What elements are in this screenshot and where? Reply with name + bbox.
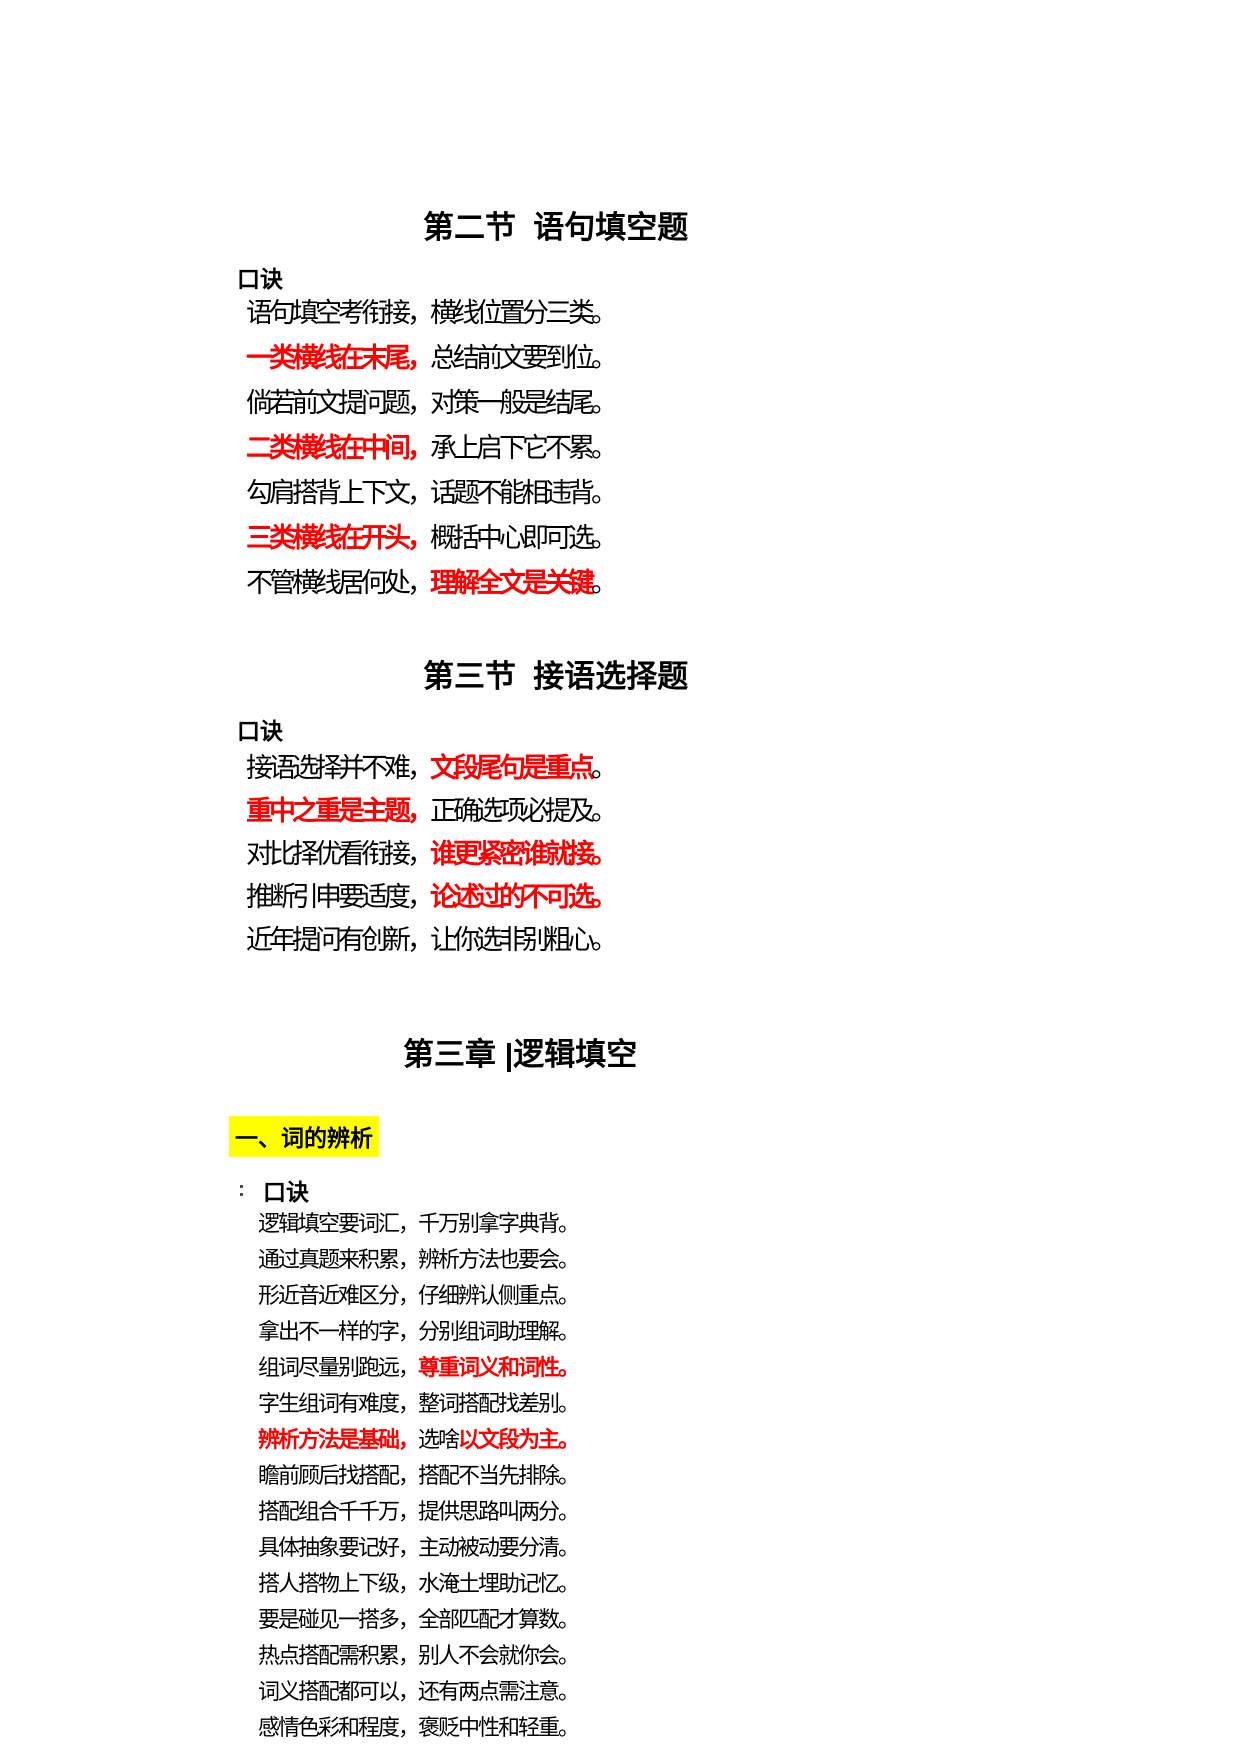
body-text: 搭人搭物上下级，水淹土埋助记忆。 [258, 1571, 580, 1596]
section-title-sentence-fill: 第二节 语句填空题 [423, 209, 689, 245]
verse-line: 二类横线在中间，承上启下它不累。 [246, 426, 618, 471]
verse-line: 近年提问有创新，让你选非别粗心。 [246, 919, 618, 962]
body-text: 。 [591, 753, 618, 783]
verse-line: 组词尽量别跑远，尊重词义和词性。 [258, 1350, 580, 1386]
highlighted-subheading-word-analysis: 一、词的辨析 [229, 1116, 379, 1157]
body-text: 接语选择并不难， [246, 753, 434, 783]
section-title-next-sentence: 第三节 接语选择题 [423, 658, 689, 694]
koujue-heading-2: 口诀 [237, 718, 283, 744]
verse-line: 要是碰见一搭多，全部匹配才算数。 [258, 1602, 580, 1638]
body-text: 热点搭配需积累，别人不会就你会。 [258, 1643, 580, 1668]
emphasis-red-text: 尊重词义和词性。 [418, 1355, 580, 1380]
body-text: 要是碰见一搭多，全部匹配才算数。 [258, 1607, 580, 1632]
verse-line: 瞻前顾后找搭配，搭配不当先排除。 [258, 1458, 580, 1494]
verse-line: 词义搭配都可以，还有两点需注意。 [258, 1674, 580, 1710]
verse-line: 热点搭配需积累，别人不会就你会。 [258, 1638, 580, 1674]
body-text: 。 [591, 568, 618, 598]
verse-lines-sentence-fill: 语句填空考衔接，横线位置分三类。一类横线在末尾，总结前文要到位。倘若前文提问题，… [246, 291, 618, 606]
emphasis-red-text: 三类横线在开头， [246, 523, 434, 553]
body-text: 总结前文要到位。 [430, 343, 618, 373]
body-text: 正确选项必提及。 [430, 796, 618, 826]
body-text: 词义搭配都可以，还有两点需注意。 [258, 1679, 580, 1704]
body-text: 近年提问有创新，让你选非别粗心。 [246, 925, 618, 955]
body-text: 瞻前顾后找搭配，搭配不当先排除。 [258, 1463, 580, 1488]
body-text: 推断引申要适度， [246, 882, 434, 912]
emphasis-red-text: 二类横线在中间， [246, 433, 434, 463]
body-text: 拿出不一样的字，分别组词助理解。 [258, 1319, 580, 1344]
verse-line: 搭配组合千千万，提供思路叫两分。 [258, 1494, 580, 1530]
verse-line: 字生组词有难度，整词搭配找差别。 [258, 1386, 580, 1422]
verse-line: 通过真题来积累，辨析方法也要会。 [258, 1242, 580, 1278]
verse-line: 勾肩搭背上下文，话题不能相违背。 [246, 471, 618, 516]
emphasis-red-text: 文段尾句是重点 [430, 753, 595, 783]
verse-line: 拿出不一样的字，分别组词助理解。 [258, 1314, 580, 1350]
body-text: 字生组词有难度，整词搭配找差别。 [258, 1391, 580, 1416]
emphasis-red-text: 论述过的不可选。 [430, 882, 618, 912]
body-text: 对比择优看衔接， [246, 839, 434, 869]
body-text: 组词尽量别跑远， [258, 1355, 420, 1380]
verse-line: 重中之重是主题，正确选项必提及。 [246, 790, 618, 833]
verse-line: 接语选择并不难，文段尾句是重点。 [246, 747, 618, 790]
body-text: 搭配组合千千万，提供思路叫两分。 [258, 1499, 580, 1524]
body-text: 承上启下它不累。 [430, 433, 618, 463]
verse-line: 辨析方法是基础，选啥以文段为主。 [258, 1422, 580, 1458]
verse-line: 逻辑填空要词汇，千万别拿字典背。 [258, 1206, 580, 1242]
emphasis-red-text: 谁更紧密谁就接。 [430, 839, 618, 869]
verse-line: 具体抽象要记好，主动被动要分清。 [258, 1530, 580, 1566]
verse-line: 推断引申要适度，论述过的不可选。 [246, 876, 618, 919]
body-text: 选啥 [418, 1427, 460, 1452]
chapter-title-logic-fill: 第三章 |逻辑填空 [403, 1036, 638, 1072]
margin-artifact-mark [240, 1185, 243, 1188]
emphasis-red-text: 理解全文是关键 [430, 568, 595, 598]
body-text: 感情色彩和程度，褒贬中性和轻重。 [258, 1715, 580, 1740]
verse-line: 一类横线在末尾，总结前文要到位。 [246, 336, 618, 381]
body-text: 概括中心即可选。 [430, 523, 618, 553]
verse-lines-next-sentence: 接语选择并不难，文段尾句是重点。重中之重是主题，正确选项必提及。对比择优看衔接，… [246, 747, 618, 962]
verse-lines-logic-fill: 逻辑填空要词汇，千万别拿字典背。通过真题来积累，辨析方法也要会。形近音近难区分，… [258, 1206, 580, 1746]
body-text: 勾肩搭背上下文，话题不能相违背。 [246, 478, 618, 508]
verse-line: 语句填空考衔接，横线位置分三类。 [246, 291, 618, 336]
body-text: 形近音近难区分，仔细辨认侧重点。 [258, 1283, 580, 1308]
koujue-heading-3: 口诀 [263, 1179, 309, 1205]
body-text: 具体抽象要记好，主动被动要分清。 [258, 1535, 580, 1560]
body-text: 倘若前文提问题，对策一般是结尾。 [246, 388, 618, 418]
verse-line: 不管横线居何处，理解全文是关键。 [246, 561, 618, 606]
emphasis-red-text: 以文段为主。 [458, 1427, 580, 1452]
body-text: 语句填空考衔接，横线位置分三类。 [246, 298, 618, 328]
verse-line: 倘若前文提问题，对策一般是结尾。 [246, 381, 618, 426]
body-text: 通过真题来积累，辨析方法也要会。 [258, 1247, 580, 1272]
body-text: 不管横线居何处， [246, 568, 434, 598]
verse-line: 对比择优看衔接，谁更紧密谁就接。 [246, 833, 618, 876]
verse-line: 搭人搭物上下级，水淹土埋助记忆。 [258, 1566, 580, 1602]
emphasis-red-text: 重中之重是主题， [246, 796, 434, 826]
emphasis-red-text: 辨析方法是基础， [258, 1427, 420, 1452]
verse-line: 感情色彩和程度，褒贬中性和轻重。 [258, 1710, 580, 1746]
emphasis-red-text: 一类横线在末尾， [246, 343, 434, 373]
body-text: 逻辑填空要词汇，千万别拿字典背。 [258, 1211, 580, 1236]
verse-line: 形近音近难区分，仔细辨认侧重点。 [258, 1278, 580, 1314]
verse-line: 三类横线在开头，概括中心即可选。 [246, 516, 618, 561]
koujue-heading-1: 口诀 [237, 266, 283, 292]
